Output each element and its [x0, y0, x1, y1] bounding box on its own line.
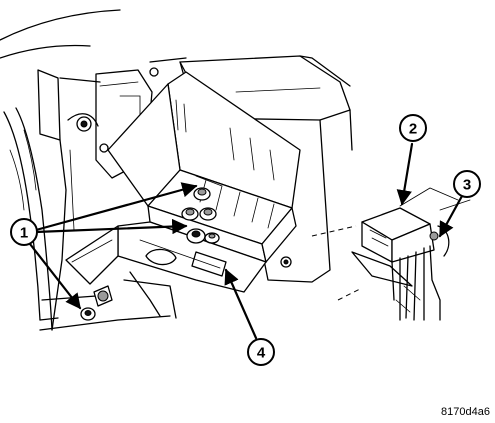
fastener-lower: [80, 307, 96, 321]
battery-tray: [65, 71, 301, 319]
callout-1: 1: [10, 218, 38, 246]
callout-2-label: 2: [409, 121, 417, 138]
callout-4: 4: [247, 338, 275, 366]
fastener-center: [186, 228, 206, 244]
callout-2: 2: [399, 114, 427, 142]
figure-id: 8170d4a6: [441, 406, 490, 418]
callout-4-label: 4: [257, 345, 266, 362]
callout-3-label: 3: [463, 177, 471, 194]
fastener-tray-front: [204, 232, 220, 244]
fastener-upper: [193, 187, 211, 201]
callout-3: 3: [453, 170, 481, 198]
callout-1-label: 1: [20, 225, 28, 242]
hydraulic-control-unit: [351, 187, 471, 321]
fastener-bracket-stud: [93, 285, 113, 307]
fastener-middle-left: [181, 207, 199, 221]
leader-lines: [28, 142, 464, 340]
fastener-middle-right: [199, 207, 217, 221]
